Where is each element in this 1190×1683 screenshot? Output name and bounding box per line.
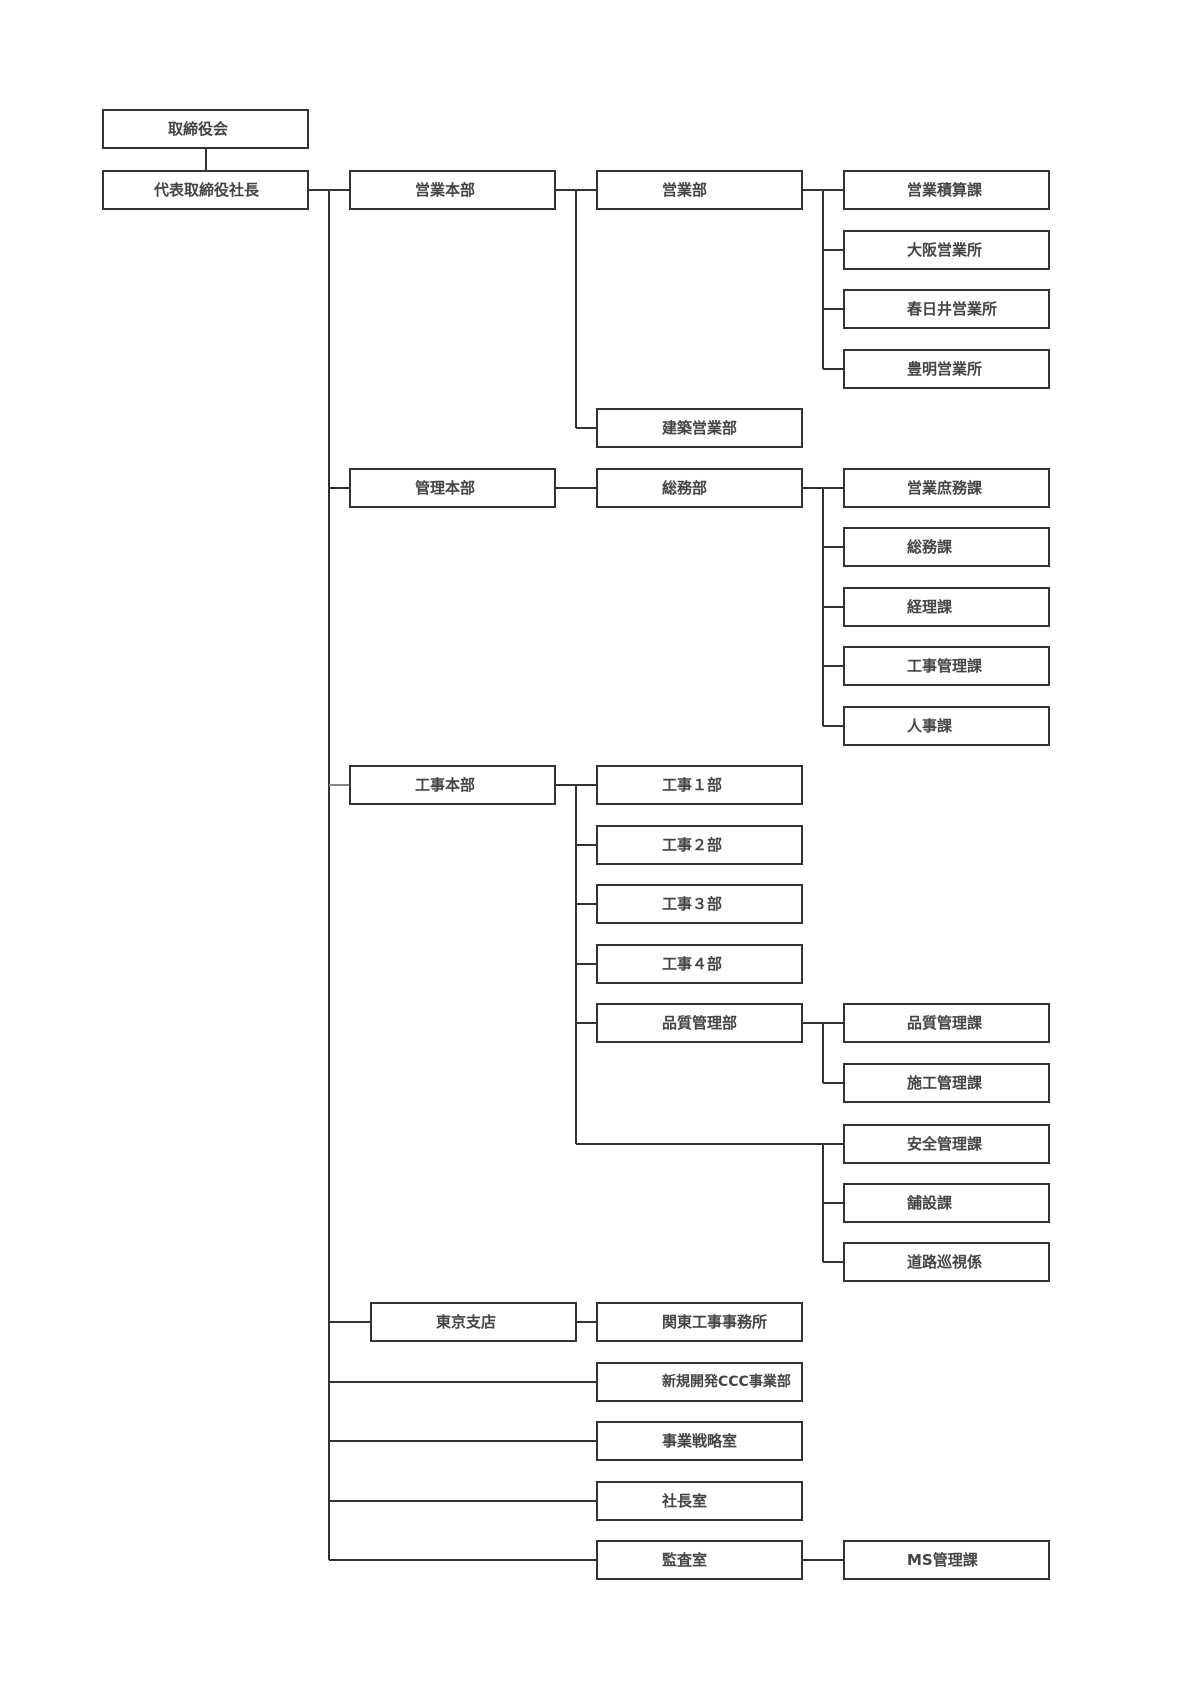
- node-safety-section: 安全管理課: [843, 1124, 1050, 1164]
- node-general-affairs-dept: 総務部: [596, 468, 803, 508]
- node-works-4: 工事４部: [596, 944, 803, 984]
- node-kasugai-office: 春日井営業所: [843, 289, 1050, 329]
- node-strategy-office: 事業戦略室: [596, 1421, 803, 1461]
- node-sales-estimate: 営業積算課: [843, 170, 1050, 210]
- node-new-business: 新規開発CCC事業部: [596, 1362, 803, 1402]
- node-works-3: 工事３部: [596, 884, 803, 924]
- node-kanto-office: 関東工事事務所: [596, 1302, 803, 1342]
- node-hr-section: 人事課: [843, 706, 1050, 746]
- node-works-1: 工事１部: [596, 765, 803, 805]
- node-works-hq: 工事本部: [349, 765, 556, 805]
- node-ms-section: MS管理課: [843, 1540, 1050, 1580]
- node-paving-section: 舗設課: [843, 1183, 1050, 1223]
- node-board: 取締役会: [102, 109, 309, 149]
- node-qa-dept: 品質管理部: [596, 1003, 803, 1043]
- node-road-patrol: 道路巡視係: [843, 1242, 1050, 1282]
- node-sales-hq: 営業本部: [349, 170, 556, 210]
- node-audit-office: 監査室: [596, 1540, 803, 1580]
- node-sales-general-affairs: 営業庶務課: [843, 468, 1050, 508]
- node-president: 代表取締役社長: [102, 170, 309, 210]
- node-construction-mgmt-section: 施工管理課: [843, 1063, 1050, 1103]
- node-toyoake-office: 豊明営業所: [843, 349, 1050, 389]
- node-president-office: 社長室: [596, 1481, 803, 1521]
- node-accounting-section: 経理課: [843, 587, 1050, 627]
- node-osaka-office: 大阪営業所: [843, 230, 1050, 270]
- node-works-2: 工事２部: [596, 825, 803, 865]
- node-tokyo-branch: 東京支店: [370, 1302, 577, 1342]
- node-qa-section: 品質管理課: [843, 1003, 1050, 1043]
- node-general-affairs-section: 総務課: [843, 527, 1050, 567]
- node-admin-hq: 管理本部: [349, 468, 556, 508]
- node-sales-dept: 営業部: [596, 170, 803, 210]
- node-construction-sales: 建築営業部: [596, 408, 803, 448]
- node-works-admin-section: 工事管理課: [843, 646, 1050, 686]
